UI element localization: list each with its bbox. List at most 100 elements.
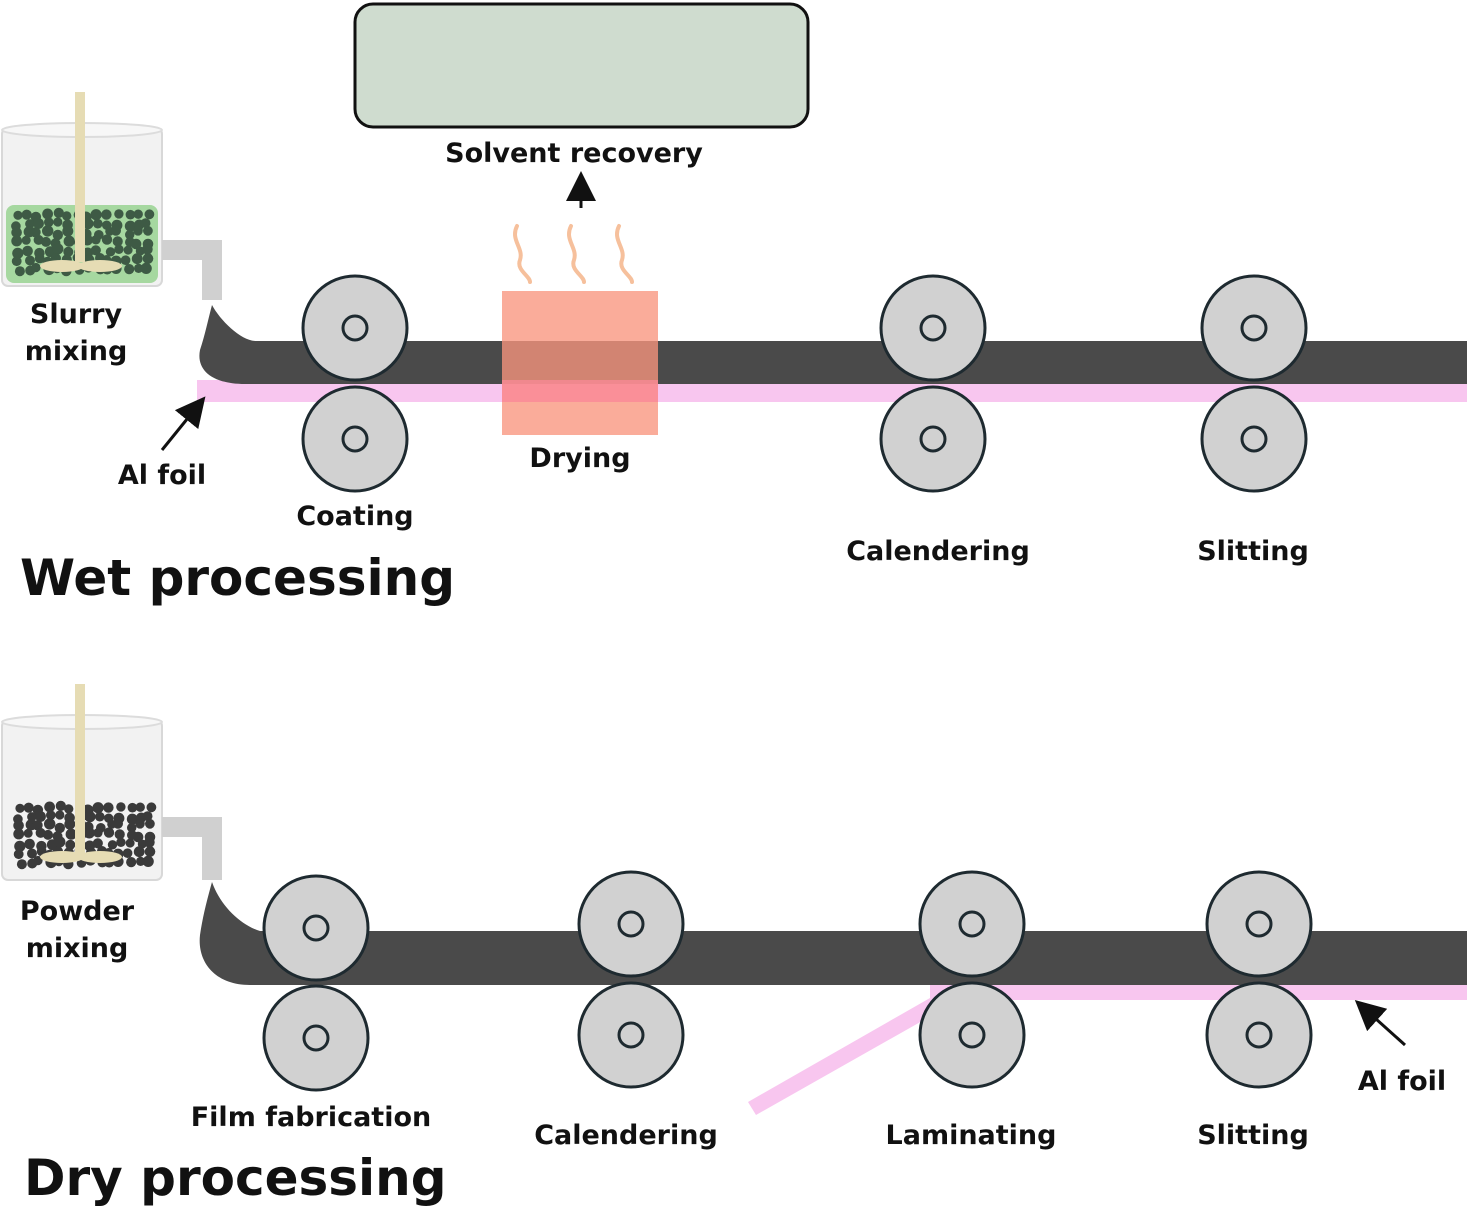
particle — [64, 818, 76, 830]
dry-calendering-roller-top — [577, 870, 685, 978]
particle — [105, 247, 116, 257]
dry-film-roller-top — [262, 874, 370, 982]
particle — [41, 236, 51, 247]
particle — [22, 245, 33, 257]
particle — [63, 235, 75, 247]
particle — [63, 246, 74, 257]
particle — [43, 829, 53, 840]
particle — [123, 245, 133, 255]
particle — [142, 855, 154, 868]
dry-processing-title: Dry processing — [24, 1149, 447, 1207]
drying-label: Drying — [529, 443, 631, 474]
particle — [103, 802, 114, 813]
particle — [114, 244, 124, 254]
particle — [21, 209, 32, 220]
particle — [130, 238, 142, 250]
wet-al-foil-arrow — [160, 396, 206, 451]
powder-mixing-label-line2: mixing — [25, 933, 129, 964]
particle — [24, 838, 35, 850]
mixer-impeller — [40, 260, 84, 272]
particle — [125, 209, 136, 220]
mixer-shaft — [75, 92, 85, 262]
laminating-label: Laminating — [885, 1120, 1057, 1151]
particle — [114, 829, 125, 840]
slurry-mixing-label: Slurry mixing — [8, 296, 144, 370]
particle — [127, 802, 138, 813]
particle — [131, 253, 143, 265]
particle — [101, 234, 113, 245]
particle — [42, 208, 53, 220]
particle — [27, 848, 37, 859]
powder-mixing-label-line1: Powder — [19, 896, 135, 927]
particle — [14, 266, 25, 277]
particle — [135, 819, 145, 829]
particle — [142, 244, 153, 255]
particle — [61, 211, 72, 221]
particle — [126, 813, 138, 825]
particle — [55, 800, 66, 812]
dry-al-foil-arrow — [1354, 999, 1407, 1047]
particle — [124, 264, 135, 275]
particle — [63, 804, 74, 814]
particle — [132, 831, 144, 843]
particle — [133, 209, 143, 219]
dry-slitting-label: Slitting — [1197, 1120, 1309, 1151]
particle — [112, 236, 123, 247]
particle — [125, 838, 135, 848]
particle — [140, 218, 151, 229]
wet-slitting-label: Slitting — [1197, 536, 1309, 567]
particle — [133, 226, 143, 236]
coating-label: Coating — [296, 501, 414, 532]
particle — [107, 840, 118, 850]
wet-slitting-roller-bottom — [1200, 385, 1308, 493]
particle — [27, 812, 37, 822]
particle — [93, 218, 103, 229]
powder-mixing-label: Powder mixing — [8, 893, 146, 967]
particle — [116, 802, 126, 812]
wet-coating-roller-bottom — [301, 385, 409, 493]
particle — [90, 245, 101, 256]
wet-slitting-roller-top — [1200, 274, 1308, 382]
particle — [34, 253, 45, 264]
film-fabrication-label: Film fabrication — [190, 1102, 432, 1133]
slurry-mixing-label-line1: Slurry — [29, 299, 123, 330]
particle — [53, 207, 64, 218]
slurry-mixing-label-line2: mixing — [24, 336, 128, 367]
particle — [25, 219, 35, 229]
particle — [95, 811, 105, 822]
particle — [133, 846, 145, 858]
particle — [52, 229, 63, 241]
slurry-pipe — [162, 240, 222, 300]
particle — [125, 230, 135, 240]
particle — [12, 247, 24, 259]
particle — [21, 235, 31, 245]
particle — [136, 856, 146, 867]
particle — [54, 822, 65, 834]
particle — [110, 225, 121, 236]
particle — [90, 209, 102, 221]
particle — [127, 823, 137, 833]
particle — [62, 225, 74, 237]
dry-slitting-roller-bottom — [1205, 981, 1313, 1089]
mixer-impeller — [40, 851, 84, 863]
particle — [146, 802, 157, 813]
particle — [33, 218, 44, 229]
particle — [124, 220, 136, 232]
particle — [31, 262, 41, 273]
particle — [44, 217, 54, 227]
particle — [114, 209, 124, 219]
particle — [116, 837, 126, 847]
particle — [92, 802, 104, 814]
particle — [142, 253, 154, 264]
dry-film-roller-bottom — [262, 984, 370, 1092]
wet-coating-roller-top — [301, 274, 409, 382]
particle — [44, 801, 55, 813]
particle — [65, 828, 77, 840]
particle — [143, 225, 153, 236]
particle — [144, 837, 155, 848]
solvent-recovery-box — [353, 2, 810, 129]
dry-al-foil-strip — [930, 984, 1467, 1000]
particle — [82, 218, 94, 230]
particle — [134, 263, 144, 273]
particle — [44, 818, 56, 830]
